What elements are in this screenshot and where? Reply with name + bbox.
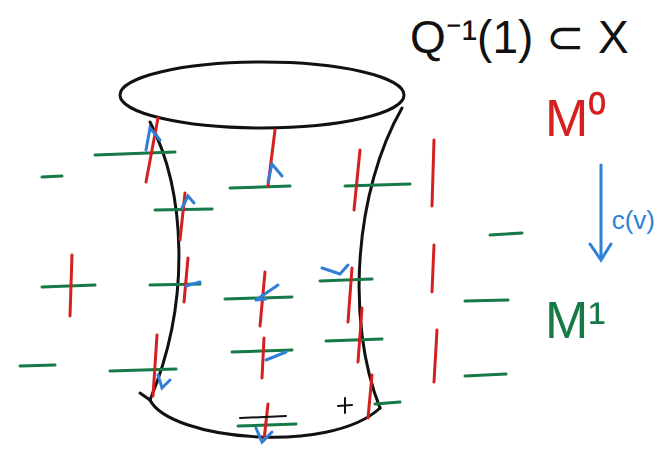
hyperboloid-outline xyxy=(120,62,404,437)
m0-ticks xyxy=(70,118,437,440)
map-label: c(v) xyxy=(612,206,655,235)
c-v-arrow xyxy=(590,165,611,260)
black-marks xyxy=(240,398,352,418)
m1-ticks xyxy=(20,152,522,426)
manifold-label: M¹ xyxy=(545,292,606,349)
flow-arrows xyxy=(146,128,348,442)
manifold-label: M⁰ xyxy=(545,90,606,147)
space-label: Q⁻¹(1) ⊂ X xyxy=(410,12,629,63)
